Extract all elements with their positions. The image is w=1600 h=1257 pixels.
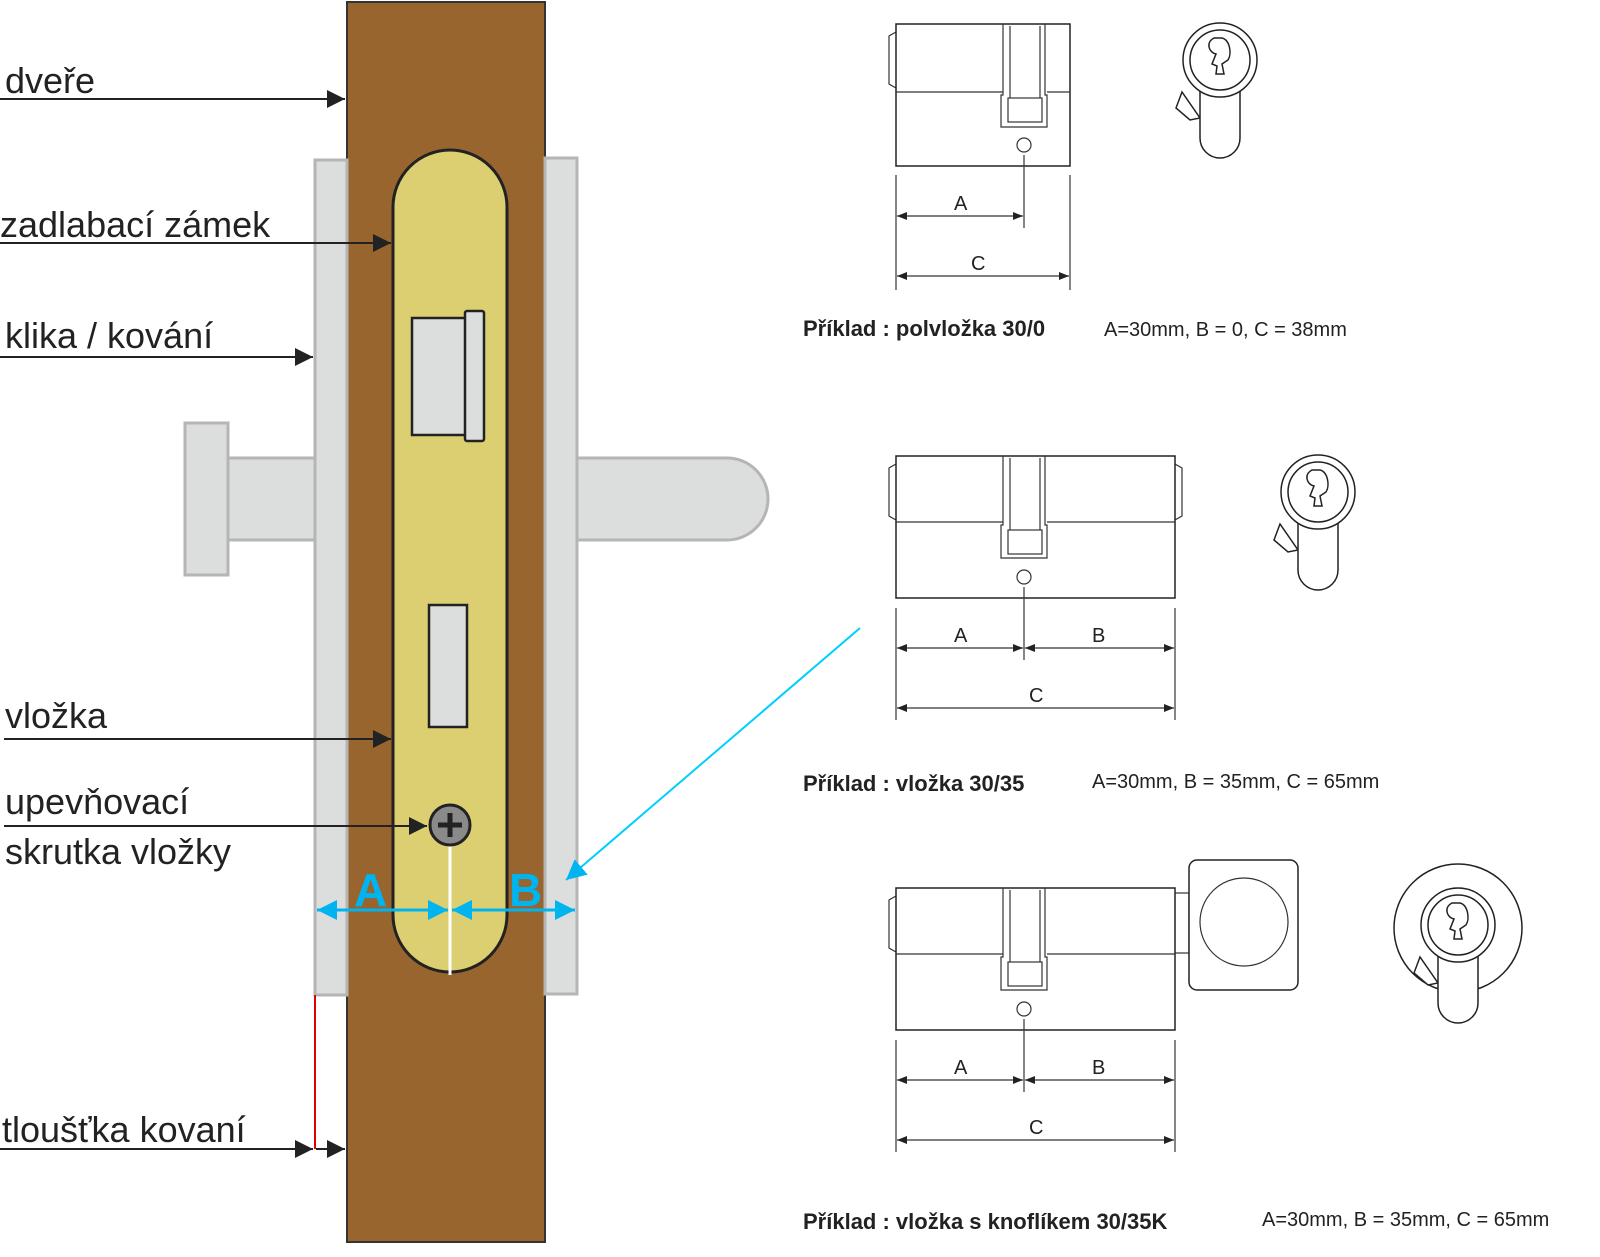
ex1-dim-c: C [971, 253, 985, 275]
left-knob [183, 421, 230, 577]
double-cylinder-drawing [888, 455, 1183, 720]
left-escutcheon-plate [313, 158, 349, 997]
screw-icon [428, 803, 472, 847]
ex1-keyhole-icon [1175, 22, 1258, 159]
ex3-dim-a: A [954, 1057, 968, 1079]
ex1-values: A=30mm, B = 0, C = 38mm [1104, 319, 1347, 341]
dead-bolt [427, 603, 469, 729]
label-screw-line1: upevňovací [5, 781, 189, 822]
latch-bolt-head [463, 309, 486, 443]
label-screw-line2: skrutka vložky [5, 831, 231, 872]
ex2-dim-a: A [954, 625, 968, 647]
dimension-b-label: B [509, 864, 542, 916]
label-fitting-thickness: tloušťka kovaní [2, 1109, 246, 1150]
ex3-dim-b: B [1092, 1057, 1105, 1079]
half-cylinder-drawing [888, 23, 1071, 290]
ex2-keyhole-icon [1273, 454, 1356, 591]
label-mortise-lock: zadlabací zámek [0, 204, 271, 245]
right-door-handle [575, 456, 770, 542]
ex3-title: Příklad : vložka s knoflíkem 30/35K [803, 1209, 1167, 1234]
label-door: dveře [5, 60, 95, 101]
label-arrows [0, 90, 427, 1158]
label-handle: klika / kování [5, 315, 213, 356]
ex2-title: Příklad : vložka 30/35 [803, 771, 1024, 796]
left-knob-stem [226, 456, 317, 542]
ex1-title: Příklad : polvložka 30/0 [803, 316, 1045, 341]
knob-cylinder-drawing [888, 859, 1299, 1152]
ex3-dim-c: C [1029, 1117, 1043, 1139]
ex3-values: A=30mm, B = 35mm, C = 65mm [1262, 1209, 1549, 1231]
right-escutcheon-plate [543, 156, 579, 996]
latch-bolt [410, 316, 469, 437]
ex2-dim-b: B [1092, 625, 1105, 647]
ex2-dim-c: C [1029, 685, 1043, 707]
dimension-a-label: A [354, 864, 387, 916]
pointer-arrow [565, 627, 861, 881]
label-cylinder: vložka [5, 695, 108, 736]
ex2-values: A=30mm, B = 35mm, C = 65mm [1092, 771, 1379, 793]
ex1-dim-a: A [954, 193, 968, 215]
